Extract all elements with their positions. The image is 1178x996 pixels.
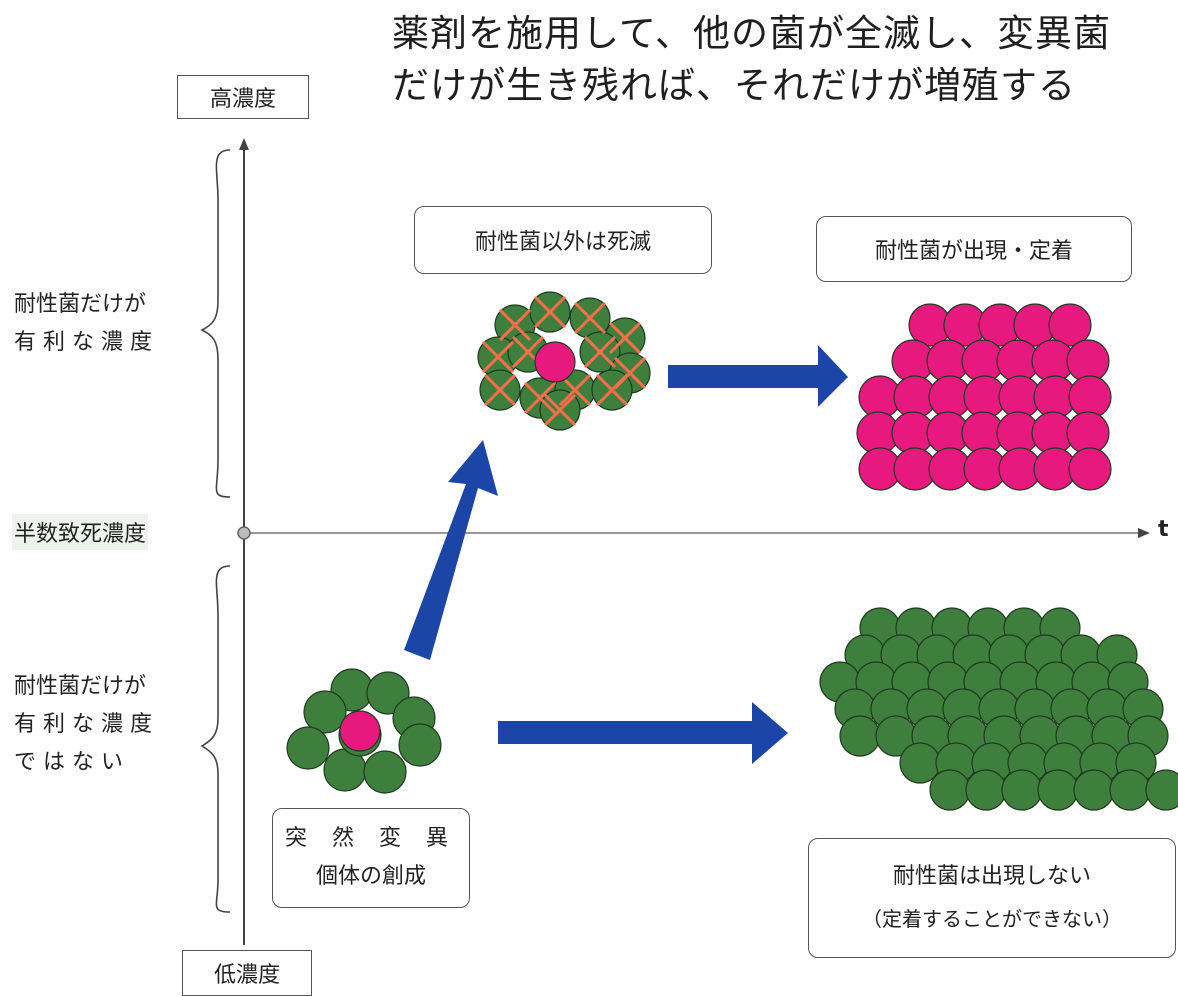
ld50-label: 半数致死濃度 [12, 514, 149, 550]
killed-cross-mark [608, 321, 642, 355]
upper-region-label: 耐性菌だけが 有 利 な 濃 度 [14, 292, 152, 355]
killed-cross-mark [543, 393, 577, 427]
arrow-mutation-to-bottom [498, 702, 788, 764]
resistant-bacterium [1068, 447, 1112, 491]
killed-cross-mark [573, 301, 607, 335]
not-appear-box: 耐性菌は出現しない （定着することができない） [808, 838, 1176, 958]
resistant-bacterium [534, 341, 576, 383]
upper-bracket [200, 149, 231, 498]
killed-cross-mark [523, 381, 557, 415]
susceptible-bacterium [286, 726, 330, 770]
susceptible-bacterium [899, 742, 941, 784]
killed-cross-mark [498, 308, 532, 342]
susceptible-bacterium [1145, 769, 1178, 811]
killed-cross-mark [595, 373, 629, 407]
susceptible-bacterium [1001, 769, 1043, 811]
axis-origin-marker [237, 526, 251, 540]
resistant-bacterium [339, 710, 381, 752]
resistant-bacterium [1048, 303, 1092, 347]
killed-cross-mark [583, 335, 617, 369]
susceptible-bacterium [398, 723, 442, 767]
lower-region-label: 耐性菌だけが 有 利 な 濃 度 で は な い [14, 674, 152, 775]
mutation-box: 突 然 変 異 個体の創成 [272, 808, 470, 908]
high-concentration-label: 高濃度 [177, 75, 309, 119]
killed-box: 耐性菌以外は死滅 [414, 206, 712, 274]
killed-cross-mark [483, 373, 517, 407]
susceptible-bacterium [1073, 769, 1115, 811]
susceptible-bacterium [303, 690, 347, 734]
page-title: 薬剤を施用して、他の菌が全滅し、変異菌 だけが生き残れば、それだけが増殖する [392, 8, 1111, 112]
susceptible-bacterium [363, 750, 407, 794]
time-axis-label: t [1158, 517, 1169, 542]
arrow-killed-to-established [668, 345, 848, 407]
susceptible-bacterium [929, 769, 971, 811]
susceptible-bacterium [965, 769, 1007, 811]
title-line-2: だけが生き残れば、それだけが増殖する [392, 64, 1076, 107]
title-line-1: 薬剤を施用して、他の菌が全滅し、変異菌 [392, 12, 1112, 55]
killed-cross-mark [533, 295, 567, 329]
low-concentration-label: 低濃度 [182, 950, 312, 996]
susceptible-bacterium [1109, 769, 1151, 811]
established-box: 耐性菌が出現・定着 [816, 216, 1132, 282]
susceptible-bacterium [839, 715, 881, 757]
killed-cross-mark [481, 340, 515, 374]
lower-bracket [200, 565, 231, 913]
arrow-up-to-killed [404, 440, 498, 660]
susceptible-bacterium [1037, 769, 1079, 811]
